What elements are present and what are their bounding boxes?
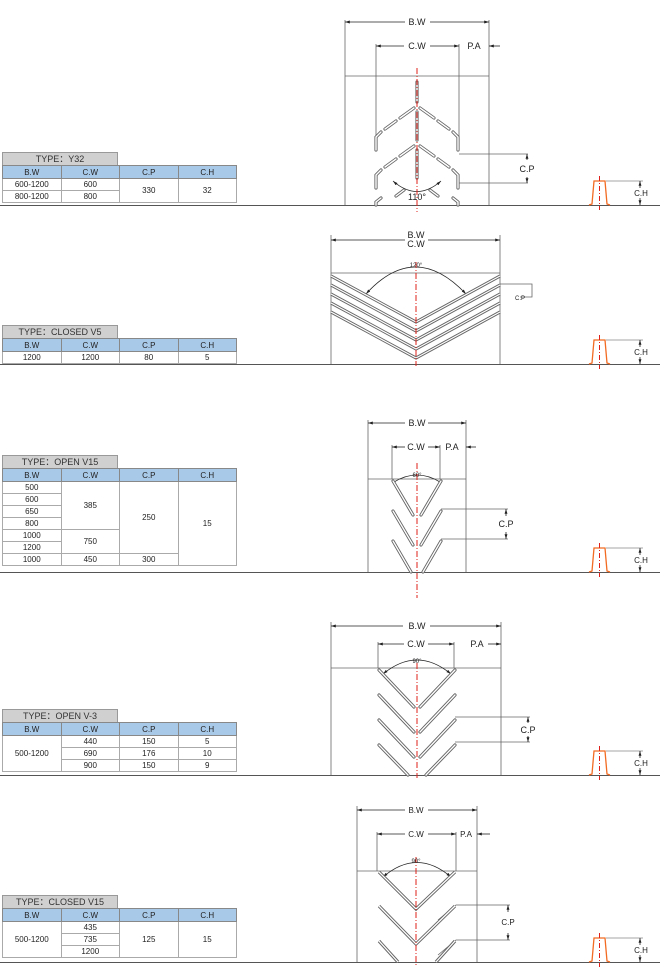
type-title: TYPE：CLOSED V5 [2, 325, 118, 338]
type-title: TYPE：Y32 [2, 152, 118, 165]
bw-label: B.W [409, 17, 427, 27]
cp-label: C.P [519, 164, 534, 174]
pa-label: P.A [445, 442, 458, 452]
type-title: TYPE：OPEN V15 [2, 455, 118, 468]
pa-label: P.A [460, 830, 473, 839]
cp-label: C.P [498, 519, 513, 529]
closed-v5-drawing: B.W C.W C.P 120° [330, 230, 533, 366]
cw-label: C.W [408, 830, 424, 839]
table-row: 800 [2, 517, 237, 530]
pa-label: P.A [470, 639, 483, 649]
angle-label: 120° [410, 263, 423, 269]
cleat-profiles: C.H C.H C.H C.H C.H [588, 176, 648, 967]
bw-label: B.W [408, 230, 426, 240]
table-row: 650 [2, 505, 237, 518]
y32-drawing: B.W C.W P.A C.P 110° [344, 17, 535, 212]
angle-label: 60° [412, 473, 422, 479]
closed-v15-drawing: B.W C.W P.A C.P 90° [356, 806, 515, 965]
bw-label: B.W [409, 418, 427, 428]
pa-label: P.A [467, 41, 480, 51]
cw-label: C.W [407, 639, 425, 649]
cleat-profile: C.H [588, 176, 648, 210]
type-title: TYPE：CLOSED V15 [2, 895, 118, 908]
ch-label: C.H [634, 946, 648, 955]
cleat-profile: C.H [588, 543, 648, 577]
angle-label: 90° [412, 659, 422, 665]
table-row: 600 [2, 493, 237, 506]
ch-label: C.H [634, 556, 648, 565]
ch-label: C.H [634, 189, 648, 198]
table-row: 1200 [3, 945, 237, 958]
open-v3-drawing: B.W C.W P.A C.P 90° [330, 621, 536, 778]
cleat-profile: C.H [588, 933, 648, 967]
open-v15-drawing: B.W C.W P.A C.P 60° [367, 418, 514, 598]
cp-label: C.P [501, 918, 514, 927]
angle-label: 110° [408, 192, 426, 202]
cp-label: C.P [520, 725, 535, 735]
cleat-profile: C.H [588, 335, 648, 369]
dimension-arrows [345, 20, 529, 183]
bw-label: B.W [409, 621, 427, 631]
type-title: TYPE：OPEN V-3 [2, 709, 118, 722]
ch-label: C.H [634, 759, 648, 768]
ch-label: C.H [634, 348, 648, 357]
bw-label: B.W [408, 806, 424, 815]
angle-label: 90° [411, 859, 421, 865]
cp-label: C.P [515, 296, 525, 302]
cleat-profile: C.H [588, 746, 648, 780]
cw-label: C.W [407, 442, 425, 452]
cw-label: C.W [408, 41, 426, 51]
cw-label: C.W [407, 239, 425, 249]
ground-lines [0, 205, 660, 963]
table-row: 735 [3, 933, 237, 946]
